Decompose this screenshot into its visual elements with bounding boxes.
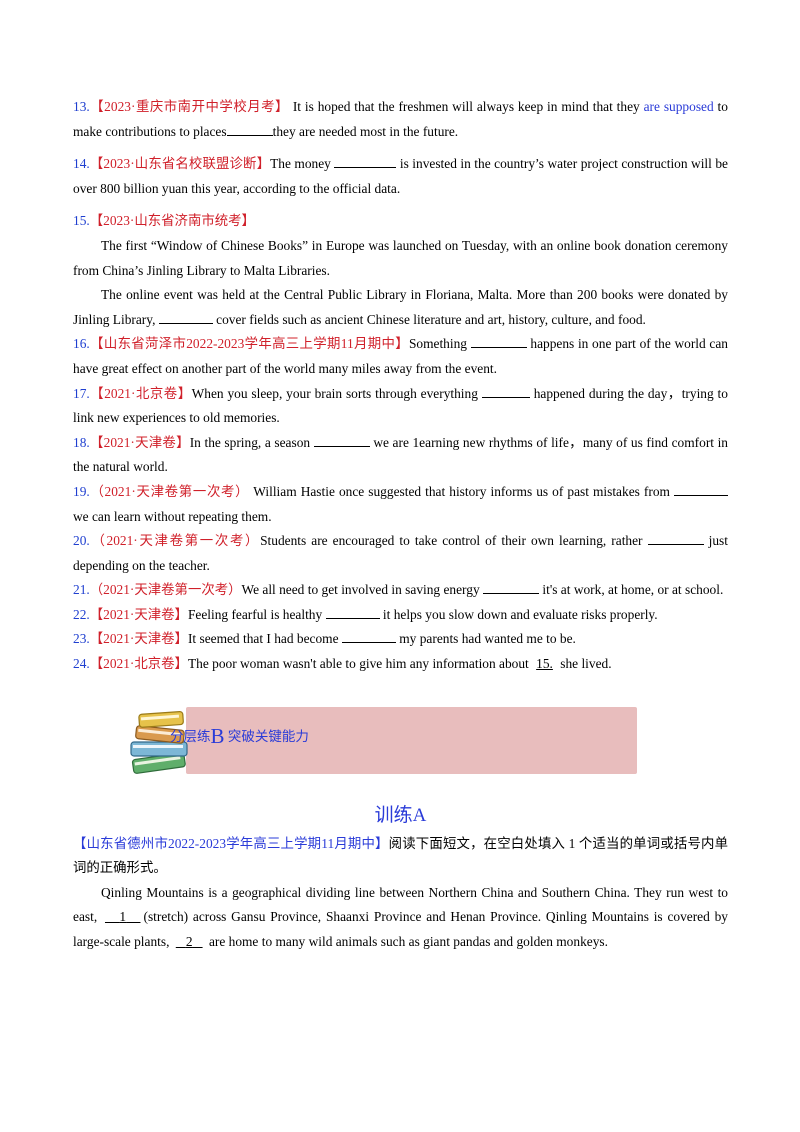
question-source: （2021·天津卷第一次考） [89,483,250,499]
question-text: Students are encouraged to take control … [260,533,643,549]
passage-text: cover fields such as ancient Chinese lit… [216,311,646,327]
question-source: 【2021·天津卷】 [89,434,190,450]
question-text: we can learn without repeating them. [73,508,272,524]
question-source: 【2021·北京卷】 [89,385,192,401]
answer-blank [334,154,397,169]
question-number: 13. [73,99,90,114]
question-text: she lived. [560,656,612,672]
banner-prefix: 分层练 [170,728,211,744]
question-20: 20.（2021·天津卷第一次考）Students are encouraged… [73,529,728,578]
passage-blank-2: 2 [173,934,206,949]
question-18: 18.【2021·天津卷】In the spring, a season we … [73,431,728,480]
question-number: 14. [73,156,90,172]
question-source: 【2023·重庆市南开中学校月考】 [89,99,289,114]
question-text: It is hoped that the freshmen will alway… [292,99,640,114]
question-17: 17.【2021·北京卷】When you sleep, your brain … [73,382,728,431]
banner-title: 分层练B 突破关键能力 [170,724,309,749]
section-instruction: 【山东省德州市2022-2023学年高三上学期11月期中】阅读下面短文，在空白处… [73,832,728,881]
question-text: William Hastie once suggested that histo… [253,483,670,499]
question-number: 18. [73,434,90,450]
question-text: just depending on the teacher. [73,533,728,573]
question-text: In the spring, a season [189,434,311,450]
question-text: It seemed that I had become [187,631,339,647]
banner-background [186,706,637,774]
passage-blank-1: 1 [102,909,144,924]
question-source: 【2023·山东省名校联盟诊断】 [89,156,271,172]
passage-text: are home to many wild animals such as gi… [208,934,608,950]
document-page: 13.【2023·重庆市南开中学校月考】 It is hoped that th… [73,95,728,955]
passage-text: (stretch) across Gansu Province, Shaanxi… [73,909,729,950]
question-source: （2021·天津卷第一次考） [89,533,261,549]
question-number: 15. [73,213,90,229]
answer-blank [483,580,540,595]
answer-blank [481,384,530,398]
question-24: 24.【2021·北京卷】The poor woman wasn't able … [73,652,728,677]
answer-blank [341,629,396,644]
answer-blank [647,531,704,546]
answer-blank [325,605,380,619]
question-number: 22. [73,606,90,622]
question-text: is invested in the country’s water proje… [73,156,729,196]
question-source: 【2021·北京卷】 [89,656,188,672]
answer-blank [226,122,273,136]
question-source: 【2023·山东省济南市统考】 [89,213,255,229]
question-number: 24. [73,656,90,672]
question-source: （2021·天津卷第一次考） [89,582,242,598]
question-text: happened during the day，trying to link n… [73,385,728,426]
question-text: happens in one part of the world can hav… [73,336,729,376]
question-text: they are needed most in the future. [272,123,459,139]
answer-blank [470,334,527,349]
question-source: 【2021·天津卷】 [89,631,188,647]
question-text: The poor woman wasn't able to give him a… [187,656,529,672]
question-22: 22.【2021·天津卷】Feeling fearful is healthy … [73,603,728,628]
question-number: 19. [73,483,90,499]
question-source: 【山东省菏泽市2022-2023学年高三上学期11月期中】 [89,336,409,352]
books-icon [130,710,188,774]
question-text: Feeling fearful is healthy [187,606,323,622]
passage-text: The online event was held at the Central… [73,287,728,327]
section-title: 训练A [374,804,427,826]
answer-text: are supposed [643,99,714,114]
question-14: 14.【2023·山东省名校联盟诊断】The money is invested… [73,152,728,201]
passage-text: Qinling Mountains is a geographical divi… [73,884,728,925]
answer-blank [313,433,370,447]
instruction-text: 阅读下面短文，在空白处填入 1 个适当的单词或括号内单词的正确形式。 [73,835,729,876]
question-text: Something [408,336,467,352]
question-number: 21. [73,582,90,598]
answer-blank-numbered: 15. [536,656,553,672]
question-text: it's at work, at home, or at school. [542,582,724,598]
banner-letter: B [210,723,225,748]
question-19: 19.（2021·天津卷第一次考） William Hastie once su… [73,480,728,529]
question-text: We all need to get involved in saving en… [241,582,480,598]
question-21: 21.（2021·天津卷第一次考）We all need to get invo… [73,578,728,603]
question-text: The money [270,156,331,172]
question-16: 16.【山东省菏泽市2022-2023学年高三上学期11月期中】Somethin… [73,332,728,381]
question-text: my parents had wanted me to be. [399,631,576,647]
question-number: 17. [73,385,90,401]
question-text: When you sleep, your brain sorts through… [191,385,478,401]
answer-blank [158,310,213,324]
passage-paragraph: The online event was held at the Central… [73,283,728,332]
question-13: 13.【2023·重庆市南开中学校月考】 It is hoped that th… [73,95,728,144]
passage-paragraph: The first “Window of Chinese Books” in E… [73,237,728,278]
question-number: 23. [73,631,90,647]
question-source: 【2021·天津卷】 [89,606,188,622]
section-banner: 分层练B 突破关键能力 [73,677,728,795]
blank-number: 2 [185,934,193,950]
question-23: 23.【2021·天津卷】It seemed that I had become… [73,627,728,652]
question-text: to make contributions to places [73,99,728,139]
question-15-header: 15.【2023·山东省济南市统考】 [73,209,728,234]
question-number: 16. [73,336,90,352]
passage-paragraph: Qinling Mountains is a geographical divi… [73,881,728,955]
question-number: 20. [73,533,90,549]
question-text: we are 1earning new rhythms of life，many… [73,434,729,475]
section-source: 【山东省德州市2022-2023学年高三上学期11月期中】 [73,835,389,851]
blank-number: 1 [119,909,127,925]
banner-subtitle: 突破关键能力 [227,728,309,744]
answer-blank [674,482,728,496]
question-text: it helps you slow down and evaluate risk… [382,606,658,622]
